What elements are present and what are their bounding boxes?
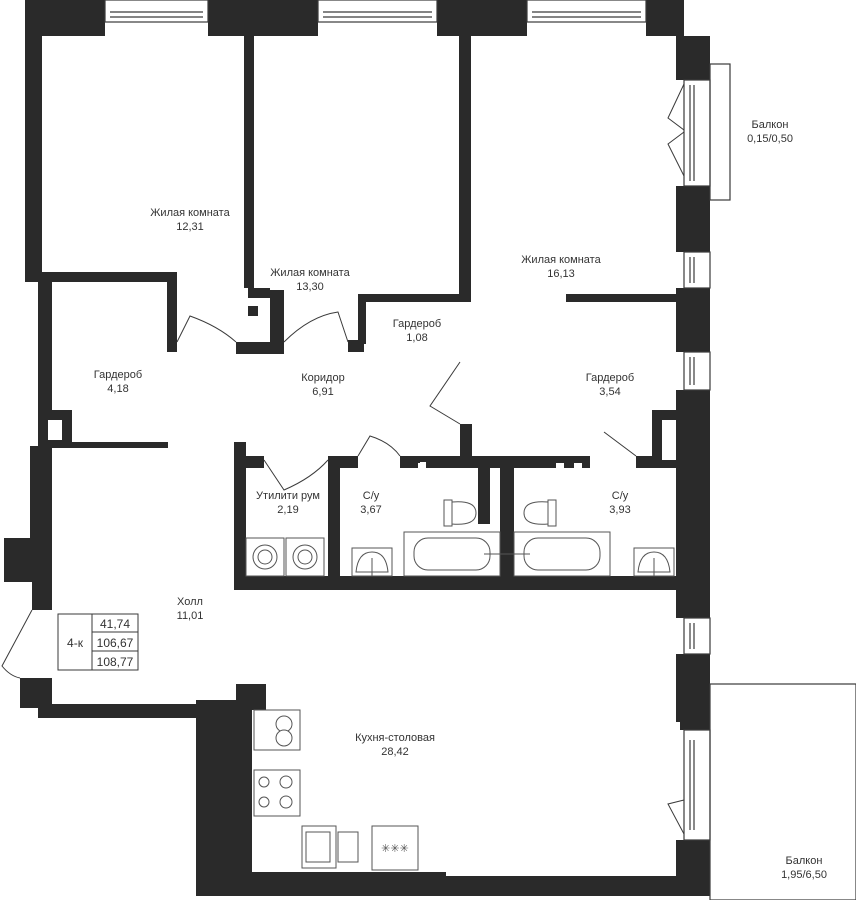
room-name-kitchen: Кухня-столовая [355,732,435,744]
sink-icon [351,547,675,577]
room-area-balcony-2: 1,95/6,50 [781,869,827,881]
balcony-large [709,683,856,900]
washing-machine-icon [245,537,325,577]
room-name-bedroom-1: Жилая комната [150,207,230,219]
kitchen-sink-icon [301,825,359,869]
stove-icon [253,709,301,817]
total-area-value: 106,67 [97,636,134,650]
summary-box: 4-к 41,74 106,67 108,77 [57,613,139,671]
room-area-wardrobe-2: 1,08 [406,332,427,344]
room-name-wardrobe-1: Гардероб [94,369,142,381]
room-area-hall: 11,01 [177,610,204,622]
room-area-utility: 2,19 [277,504,298,516]
room-area-bedroom-1: 12,31 [176,221,204,233]
room-name-corridor: Коридор [301,372,344,384]
svg-text:✳✳✳: ✳✳✳ [381,842,409,855]
total-area-balcony-value: 108,77 [97,655,134,669]
room-area-bathroom-2: 3,93 [609,504,630,516]
room-name-wardrobe-3: Гардероб [586,372,634,384]
apartment-type: 4-к [67,636,84,650]
room-name-balcony-1: Балкон [752,119,789,131]
balcony-small [709,63,731,201]
room-area-bedroom-2: 13,30 [296,281,324,293]
room-area-kitchen: 28,42 [381,746,409,758]
room-name-wardrobe-2: Гардероб [393,318,441,330]
room-area-bedroom-3: 16,13 [547,268,575,280]
room-area-bathroom-1: 3,67 [360,504,381,516]
window-icon [104,0,711,841]
room-name-bedroom-2: Жилая комната [270,267,350,279]
walls [4,0,710,896]
room-area-wardrobe-3: 3,54 [599,386,620,398]
room-area-corridor: 6,91 [312,386,333,398]
room-name-bedroom-3: Жилая комната [521,254,601,266]
bathtub-icon [403,531,611,577]
door-icon [1,83,685,835]
room-area-balcony-1: 0,15/0,50 [747,133,793,145]
room-name-bathroom-2: С/у [612,490,629,502]
room-name-hall: Холл [177,596,203,608]
room-name-balcony-2: Балкон [786,855,823,867]
living-area-value: 41,74 [100,617,130,631]
room-name-utility: Утилити рум [256,490,320,502]
room-name-bathroom-1: С/у [363,490,380,502]
toilet-icon [443,499,557,527]
room-area-wardrobe-1: 4,18 [107,383,128,395]
dishwasher-icon [371,825,419,871]
